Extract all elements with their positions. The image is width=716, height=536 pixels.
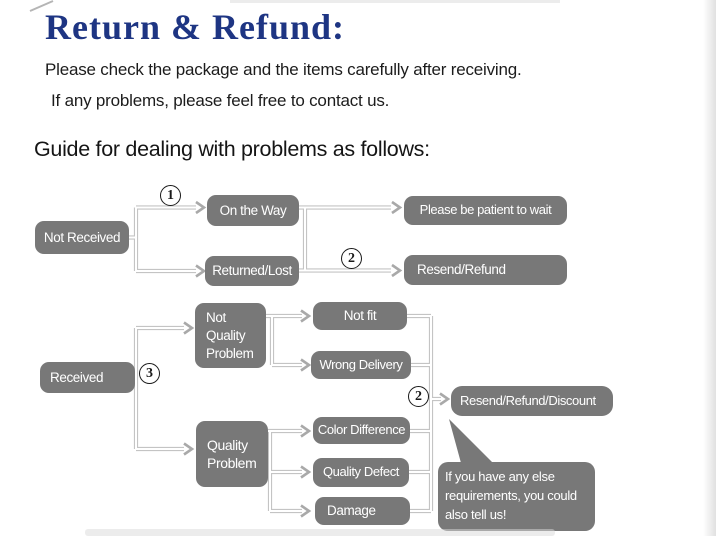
node-quality-defect: Quality Defect bbox=[313, 458, 409, 487]
node-damage: Damage bbox=[315, 497, 410, 525]
intro-line-1: Please check the package and the items c… bbox=[45, 60, 522, 79]
node-wrong-delivery: Wrong Delivery bbox=[311, 351, 411, 379]
node-not-received: Not Received bbox=[35, 221, 129, 254]
node-received: Received bbox=[40, 362, 135, 393]
node-resend-refund-discount: Resend/Refund/Discount bbox=[451, 386, 613, 416]
speech-bubble-tail bbox=[449, 419, 493, 463]
circled-number-2-top: 2 bbox=[341, 248, 362, 269]
stray-diagonal-mark bbox=[29, 0, 54, 12]
node-color-difference: Color Difference bbox=[313, 417, 410, 444]
page-title: Return & Refund: bbox=[45, 7, 345, 47]
circled-number-1: 1 bbox=[160, 185, 181, 206]
circled-number-3: 3 bbox=[139, 363, 160, 384]
node-quality-problem: Quality Problem bbox=[196, 421, 268, 487]
node-please-be-patient: Please be patient to wait bbox=[404, 196, 567, 225]
speech-bubble-note: If you have any else requirements, you c… bbox=[438, 462, 595, 531]
node-returned-lost: Returned/Lost bbox=[205, 256, 299, 286]
guide-heading: Guide for dealing with problems as follo… bbox=[34, 137, 430, 161]
node-not-quality-problem: Not Quality Problem bbox=[195, 303, 266, 368]
node-not-fit: Not fit bbox=[313, 302, 407, 330]
intro-line-2: If any problems, please feel free to con… bbox=[51, 91, 390, 110]
arrowheads bbox=[183, 200, 451, 518]
node-resend-refund: Resend/Refund bbox=[404, 255, 567, 285]
circled-number-2-bottom: 2 bbox=[408, 386, 429, 407]
node-on-the-way: On the Way bbox=[207, 195, 299, 226]
